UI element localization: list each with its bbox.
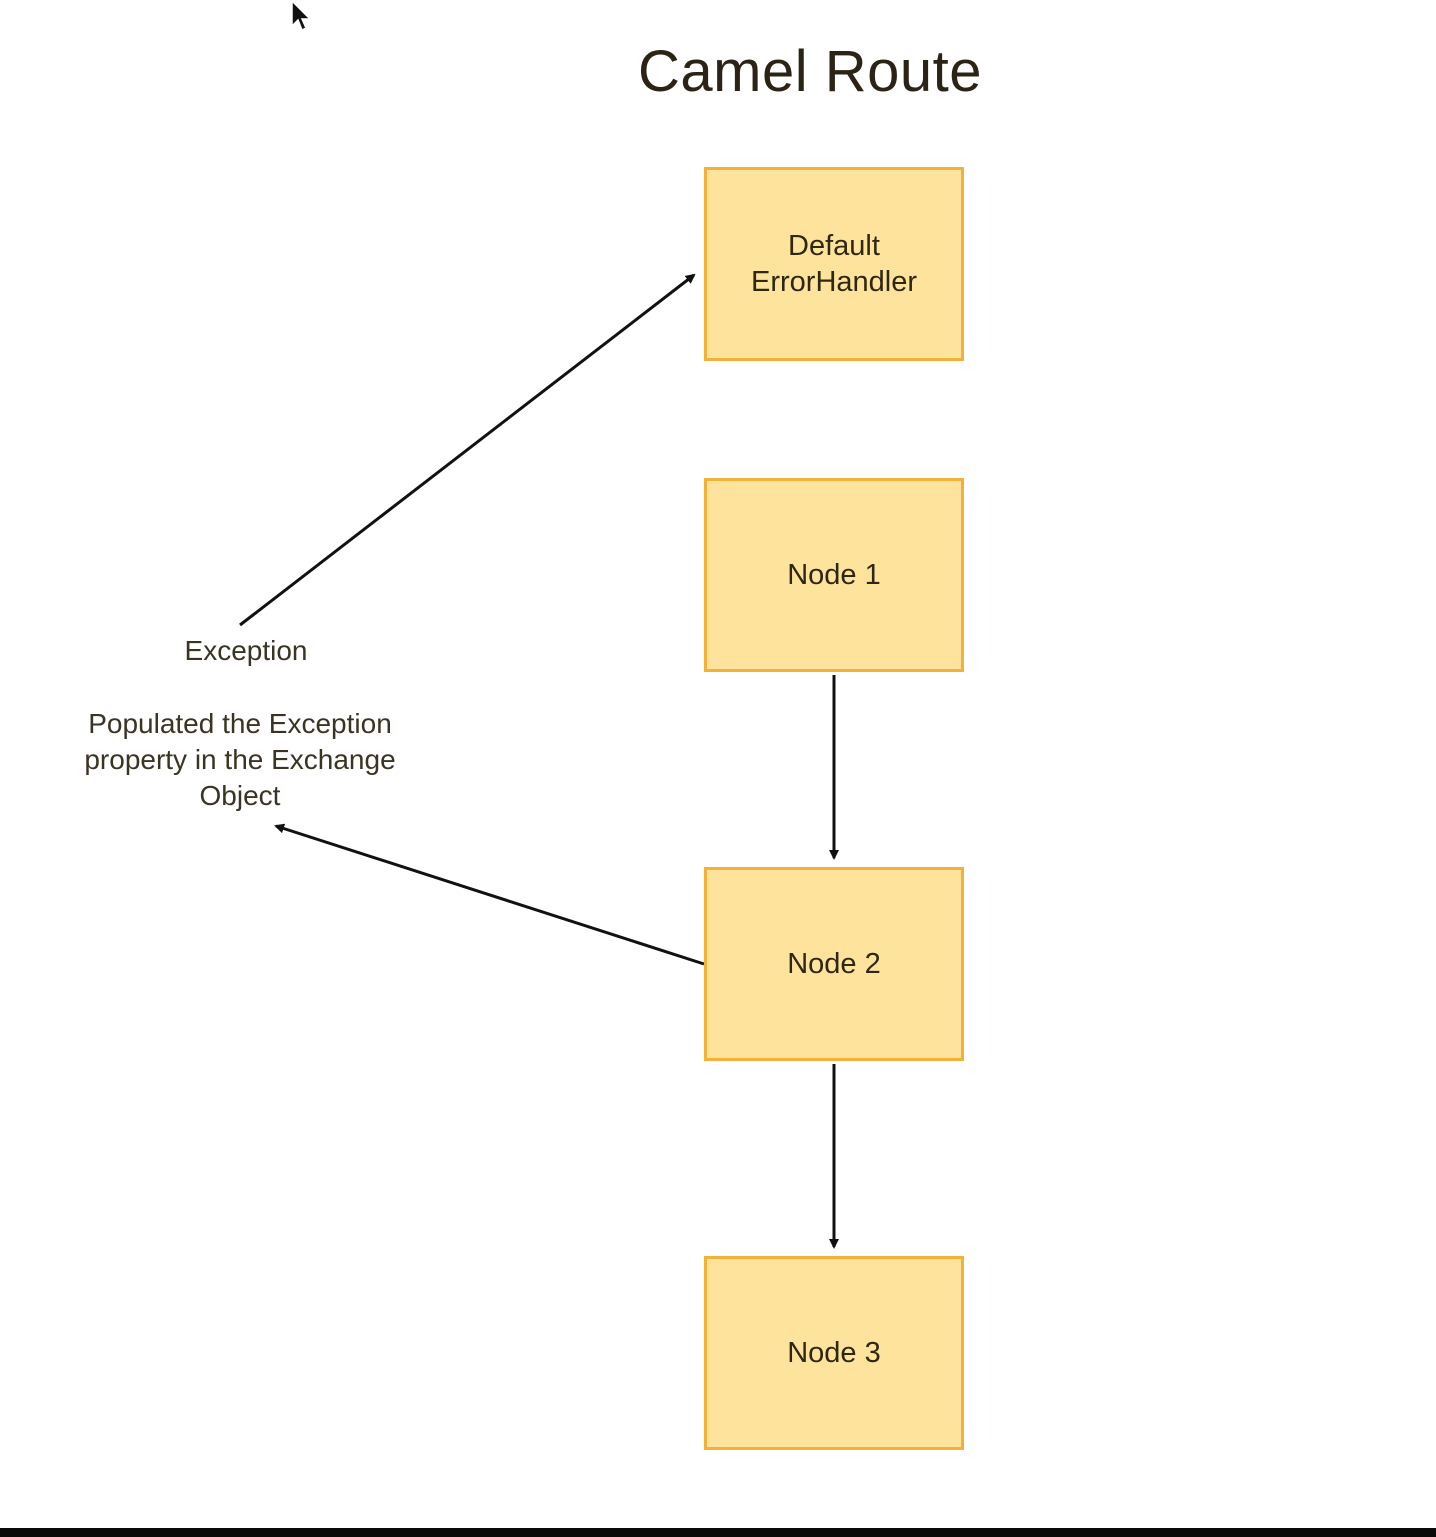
node-1: Node 1 <box>704 478 964 672</box>
populated-exception-label: Populated the Exception property in the … <box>84 708 396 811</box>
mouse-pointer-icon <box>291 0 312 32</box>
diagram-title: Camel Route <box>638 39 982 104</box>
node-2-label: Node 2 <box>787 948 881 980</box>
default-errorhandler-label: Default ErrorHandler <box>751 230 917 298</box>
arrow-node2-to-exception <box>274 823 705 966</box>
exception-label: Exception <box>184 635 308 666</box>
node-3: Node 3 <box>704 1256 964 1450</box>
default-errorhandler-node: Default ErrorHandler <box>704 167 964 361</box>
arrow-exception-to-errorhandler <box>239 273 696 627</box>
node-1-label: Node 1 <box>787 559 881 591</box>
bottom-bar <box>0 1528 1436 1537</box>
node-2: Node 2 <box>704 867 964 1061</box>
node-3-label: Node 3 <box>787 1337 881 1369</box>
